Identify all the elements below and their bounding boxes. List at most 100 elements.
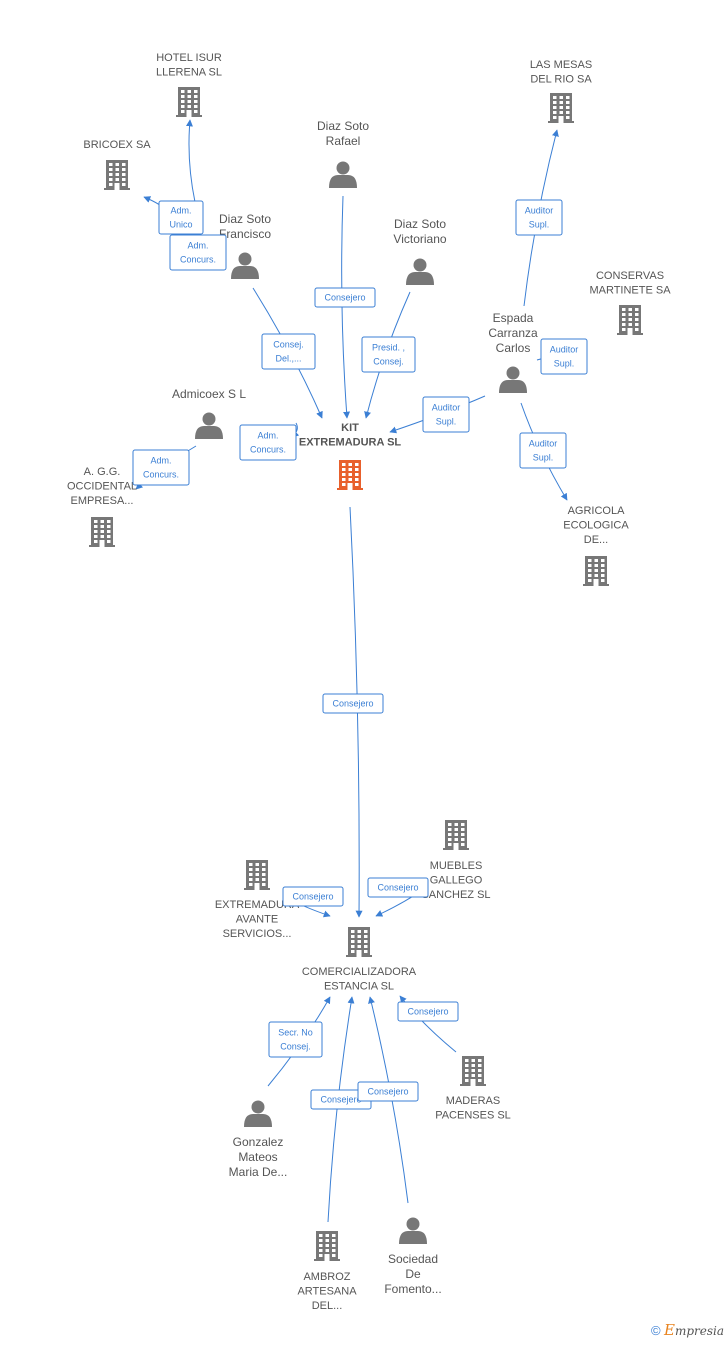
node-label-line: ESTANCIA SL — [324, 981, 394, 993]
edge-label-admicoex-to-bricoex[interactable]: Adm.Concurs. — [169, 234, 227, 271]
node-extremadura[interactable]: EXTREMADURAAVANTESERVICIOS... — [215, 860, 300, 940]
edge-label-text: Supl. — [533, 453, 554, 463]
edge-label-kit-to-comercial[interactable]: Consejero — [322, 693, 384, 714]
edge-label-rafael-to-kit[interactable]: Consejero — [314, 287, 376, 308]
empresia-logo[interactable]: © Empresia — [651, 1321, 724, 1339]
brand-initial: E — [663, 1321, 675, 1339]
edge-label-text: Adm. — [257, 431, 278, 441]
node-label-line: ECOLOGICA — [563, 520, 629, 532]
edge-label-text: Unico — [169, 220, 192, 230]
edge-label-extremadura-to-comercial[interactable]: Consejero — [282, 886, 344, 907]
edge-label-text: Concurs. — [250, 445, 286, 455]
edge-label-box — [261, 333, 316, 370]
edge-label-text: Concurs. — [180, 255, 216, 265]
node-label-line: MARTINETE SA — [589, 285, 671, 297]
edge-label-victoriano-to-kit[interactable]: Presid. ,Consej. — [361, 336, 416, 373]
node-agg[interactable]: A. G.G.OCCIDENTALEMPRESA... — [67, 466, 137, 547]
edge-label-box — [282, 886, 344, 907]
edge-label-text: Del.,... — [275, 354, 301, 364]
building-icon — [617, 305, 643, 335]
edge-label-text: Consejero — [332, 699, 373, 709]
edge-label-box — [357, 1081, 419, 1102]
edge-label-text: Auditor — [432, 403, 461, 413]
node-label-line: AMBROZ — [303, 1271, 350, 1283]
node-label-line: LLERENA SL — [156, 67, 222, 79]
node-comercial[interactable]: COMERCIALIZADORA ESTANCIA SL — [302, 927, 417, 993]
node-label-line: Mateos — [238, 1150, 277, 1164]
node-label-line: Diaz Soto — [317, 119, 369, 133]
node-label-line: EMPRESA... — [71, 495, 134, 507]
node-label-line: EXTREMADURA SL — [299, 437, 402, 449]
edge-label-text: Consej. — [373, 357, 404, 367]
node-label-line: AVANTE — [236, 914, 278, 926]
edge-label-text: Supl. — [529, 220, 550, 230]
edge-label-text: Consejero — [367, 1087, 408, 1097]
node-sociedad[interactable]: SociedadDeFomento... — [384, 1217, 442, 1297]
edge-label-box — [367, 877, 429, 898]
edge-label-francisco-to-kit[interactable]: Consej. Del.,... — [261, 333, 316, 370]
person-icon — [231, 252, 259, 279]
building-icon — [314, 1231, 340, 1261]
node-label-line: Fomento... — [384, 1282, 441, 1296]
node-label-line: MUEBLES — [430, 860, 483, 872]
person-icon — [244, 1100, 272, 1127]
edge-label-maderas-to-comercial[interactable]: Consejero — [397, 1001, 459, 1022]
node-label-line: Sociedad — [388, 1252, 438, 1266]
edge-label-sociedad-to-comercial[interactable]: Consejero — [357, 1081, 419, 1102]
node-label-line: Carlos — [496, 341, 531, 355]
edge-label-text: Consej. — [273, 340, 304, 350]
building-icon — [89, 517, 115, 547]
node-label-line: Victoriano — [393, 232, 446, 246]
node-ambroz[interactable]: AMBROZARTESANADEL... — [297, 1231, 357, 1312]
edge-label-text: Consejero — [377, 883, 418, 893]
node-label-line: COMERCIALIZADORA — [302, 966, 417, 978]
node-kit[interactable]: KIT EXTREMADURA SL — [299, 422, 402, 490]
node-label-line: EXTREMADURA — [215, 899, 300, 911]
edge-label-admicoex-to-hotel[interactable]: Adm.Unico — [158, 200, 204, 235]
edge-label-box — [519, 432, 567, 469]
edge-label-muebles-to-comercial[interactable]: Consejero — [367, 877, 429, 898]
building-icon — [443, 820, 469, 850]
person-icon — [399, 1217, 427, 1244]
building-icon — [244, 860, 270, 890]
node-bricoex[interactable]: BRICOEX SA — [83, 139, 151, 190]
edge-label-admicoex-to-agg[interactable]: Adm.Concurs. — [132, 449, 190, 486]
edge-label-box — [239, 424, 297, 461]
node-label-line: MADERAS — [446, 1095, 500, 1107]
edge-maderas-to-comercial — [399, 995, 457, 1053]
node-label-line: KIT — [341, 422, 359, 434]
person-icon — [406, 258, 434, 285]
edge-label-admicoex-to-kit[interactable]: Adm. Concurs. — [239, 424, 297, 461]
edge-label-text: Consej. — [280, 1042, 311, 1052]
edge-label-text: Auditor — [525, 206, 554, 216]
node-agricola[interactable]: AGRICOLAECOLOGICADE... — [563, 505, 629, 586]
edge-label-text: Consejero — [324, 293, 365, 303]
node-label-line: Admicoex S L — [172, 387, 246, 401]
node-label-line: DEL RIO SA — [530, 74, 592, 86]
node-label-line: Diaz Soto — [219, 212, 271, 226]
edges-layer — [135, 119, 586, 1223]
edge-label-text: Auditor — [550, 345, 579, 355]
edge-label-ambroz-to-comercial[interactable]: Consejero — [310, 1089, 372, 1110]
node-label-line: BRICOEX SA — [83, 139, 151, 151]
edge-label-box — [132, 449, 190, 486]
node-label-line: Francisco — [219, 227, 271, 241]
node-admicoex[interactable]: Admicoex S L — [172, 387, 246, 439]
edge-label-box — [361, 336, 416, 373]
edge-label-box — [422, 396, 470, 433]
